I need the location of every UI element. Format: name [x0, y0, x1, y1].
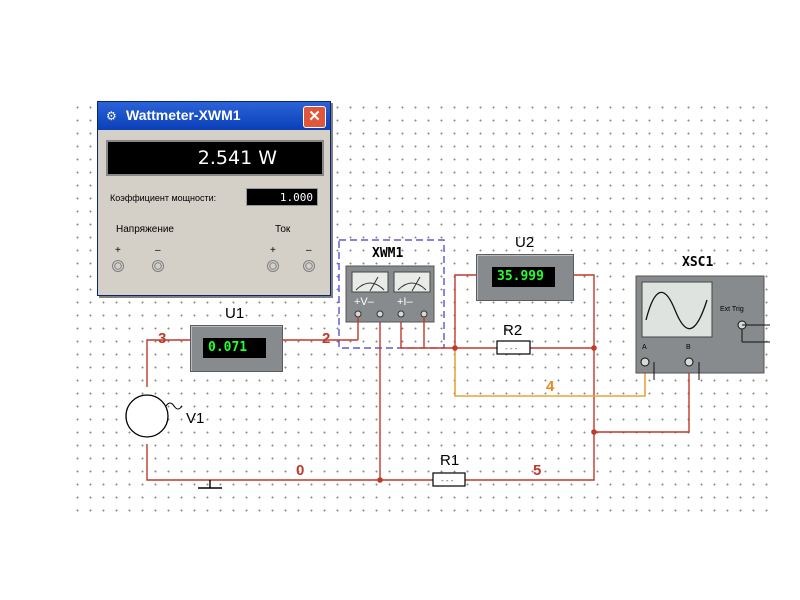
xsc1-waveform	[645, 291, 708, 330]
junction	[591, 345, 597, 351]
wire-node4	[454, 348, 646, 397]
meter-u1-display: 0.071	[203, 338, 266, 358]
wattmeter-window[interactable]: ⚙ Wattmeter-XWM1 ✕ 2.541 W Коэффициент м…	[97, 101, 331, 296]
xwm1-terminal	[397, 310, 405, 318]
wire-u2-right	[572, 274, 595, 348]
svg-text:- - -: - - -	[505, 344, 518, 353]
label-v1: V1	[186, 410, 205, 427]
close-button[interactable]: ✕	[303, 106, 326, 128]
wattmeter-power-display: 2.541 W	[106, 140, 324, 176]
close-icon: ✕	[308, 108, 321, 125]
xwm1-terminal	[376, 310, 384, 318]
resistor-r1	[432, 472, 466, 487]
xsc1-input-b	[684, 357, 694, 367]
voltage-minus-label: –	[155, 245, 161, 256]
wattmeter-power-value: 2.541 W	[197, 147, 277, 169]
xsc1-label-trig: Ext Trig	[720, 306, 744, 313]
current-minus-label: –	[306, 245, 312, 256]
current-minus-jack[interactable]	[303, 260, 315, 272]
wire-i-minus	[424, 274, 476, 349]
wattmeter-app-icon: ⚙	[106, 109, 117, 123]
resistor-r2	[496, 340, 531, 355]
xwm1-v-gauge	[351, 271, 389, 293]
meter-u1[interactable]: 0.071	[190, 325, 283, 372]
wire-node5	[465, 348, 595, 481]
label-xwm1: XWM1	[372, 246, 404, 261]
wire-i-plus	[400, 320, 424, 349]
xwm1-terminal	[354, 310, 362, 318]
node-label-5: 5	[533, 462, 542, 479]
ac-source-v1	[125, 394, 169, 438]
label-r2: R2	[503, 322, 523, 339]
current-plus-label: +	[270, 245, 276, 256]
node-label-0: 0	[296, 462, 305, 479]
label-u1: U1	[225, 305, 245, 322]
wire-node0	[146, 444, 433, 481]
wire-node3	[146, 339, 192, 387]
current-label: Ток	[275, 224, 291, 235]
junction	[591, 429, 597, 435]
ac-source-wave	[165, 402, 183, 410]
xsc1-screen	[641, 281, 713, 338]
xsc1-label-a: A	[642, 344, 647, 351]
label-r1: R1	[440, 452, 460, 469]
xwm1-subcircuit-box	[338, 239, 445, 349]
wire-scope-b	[594, 365, 690, 433]
junction	[452, 345, 458, 351]
xwm1-label-v: +V–	[354, 296, 374, 308]
label-xsc1: XSC1	[682, 255, 714, 270]
xsc1-label-b: B	[686, 344, 691, 351]
node-label-2: 2	[322, 330, 331, 347]
xwm1-terminal	[420, 310, 428, 318]
wattmeter-titlebar[interactable]: ⚙ Wattmeter-XWM1 ✕	[98, 102, 330, 130]
xwm1-label-i: +I–	[397, 296, 413, 308]
label-u2: U2	[515, 234, 535, 251]
power-factor-value: 1.000	[246, 188, 318, 206]
current-plus-jack[interactable]	[267, 260, 279, 272]
xwm1-i-gauge	[393, 271, 431, 293]
meter-u2-display: 35.999	[492, 267, 555, 287]
wattmeter-title: Wattmeter-XWM1	[126, 107, 241, 123]
power-factor-label: Коэффициент мощности:	[110, 193, 217, 203]
voltage-minus-jack[interactable]	[152, 260, 164, 272]
xsc1-input-a	[640, 357, 650, 367]
node-label-3: 3	[158, 330, 167, 347]
node-label-4: 4	[546, 378, 555, 395]
svg-text:- - -: - - -	[441, 476, 454, 485]
meter-u2[interactable]: 35.999	[476, 254, 574, 301]
voltage-plus-jack[interactable]	[112, 260, 124, 272]
voltage-label: Напряжение	[116, 224, 174, 235]
voltage-plus-label: +	[115, 245, 121, 256]
junction	[377, 477, 383, 483]
